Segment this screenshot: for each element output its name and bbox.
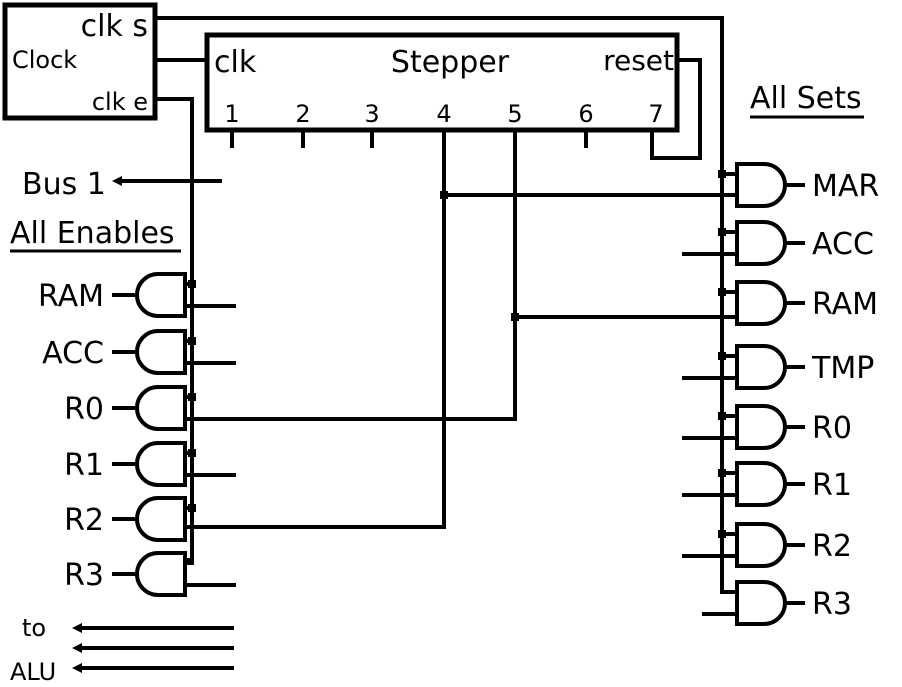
and-gate-icon — [735, 580, 787, 626]
enable-label-ram: RAM — [38, 279, 104, 314]
enable-label-r2: R2 — [64, 503, 104, 538]
stepper-step-6-label: 6 — [578, 100, 593, 128]
stepper-step-1-label: 1 — [224, 100, 239, 128]
and-gate-icon — [135, 551, 187, 597]
junction-dot — [718, 228, 726, 236]
set-label-acc: ACC — [812, 227, 874, 262]
set-label-mar: MAR — [812, 169, 879, 204]
enable-gate-ram: RAM — [38, 272, 236, 318]
and-gate-icon — [735, 522, 787, 568]
and-gate-icon — [735, 162, 787, 208]
and-gate-icon — [135, 385, 187, 431]
and-gate-icon — [735, 404, 787, 450]
junction-dot — [188, 449, 196, 457]
set-gate-tmp: TMP — [682, 344, 874, 390]
junction-dot — [188, 280, 196, 288]
all-enables-heading: All Enables — [10, 216, 175, 251]
reset-loop-wire — [650, 58, 702, 160]
and-gate-icon — [735, 461, 787, 507]
step-4-wire — [183, 128, 446, 529]
set-gate-ram: RAM — [718, 280, 878, 326]
set-label-r0: R0 — [812, 411, 852, 446]
bus-1-label: Bus 1 — [22, 167, 106, 202]
set-gate-acc: ACC — [682, 220, 874, 266]
and-gate-icon — [135, 329, 187, 375]
set-label-ram: RAM — [812, 287, 878, 322]
and-gate-icon — [735, 220, 787, 266]
clk-e-wire — [153, 97, 194, 562]
alu-label-alu: ALU — [10, 658, 56, 686]
junction-dot — [718, 352, 726, 360]
enable-gate-acc: ACC — [42, 329, 236, 375]
arrow-left-icon — [112, 176, 122, 186]
stepper-title: Stepper — [391, 45, 510, 80]
step-5-wire — [183, 128, 517, 421]
set-label-r3: R3 — [812, 587, 852, 622]
clock-title: Clock — [12, 46, 77, 74]
and-gate-icon — [735, 344, 787, 390]
stepper-step-4-label: 4 — [436, 100, 451, 128]
enable-label-r3: R3 — [64, 558, 104, 593]
junction-dot — [188, 337, 196, 345]
clock-component: Clock clk s clk e — [2, 2, 158, 121]
stepper-component: clk Stepper reset 1 2 3 4 5 6 7 — [204, 32, 680, 133]
junction-dot — [718, 170, 726, 178]
junction-dot — [188, 393, 196, 401]
set-gate-mar: MAR — [718, 162, 879, 208]
stepper-step-2-label: 2 — [295, 100, 310, 128]
set-gate-r0: R0 — [682, 404, 852, 450]
and-gate-icon — [135, 272, 187, 318]
enable-gate-r2: R2 — [64, 496, 196, 542]
enable-gate-r1: R1 — [64, 441, 236, 487]
all-sets-heading: All Sets — [750, 81, 862, 116]
bus-1: Bus 1 — [22, 167, 222, 202]
junction-dot — [440, 191, 448, 199]
junction-dot — [188, 504, 196, 512]
enable-gate-r0: R0 — [64, 385, 196, 431]
and-gate-icon — [135, 496, 187, 542]
clock-clk-s-label: clk s — [81, 9, 148, 44]
junction-dot — [718, 469, 726, 477]
stepper-step-7-label: 7 — [648, 100, 663, 128]
alu-label-to: to — [22, 614, 46, 642]
stepper-step-3-label: 3 — [364, 100, 379, 128]
enable-label-r0: R0 — [64, 392, 104, 427]
junction-dot — [718, 530, 726, 538]
set-gate-r3: R3 — [702, 580, 852, 626]
to-alu: to ALU — [10, 614, 234, 686]
stepper-step-5-label: 5 — [507, 100, 522, 128]
enable-label-acc: ACC — [42, 336, 104, 371]
set-label-r2: R2 — [812, 529, 852, 564]
set-label-r1: R1 — [812, 468, 852, 503]
arrow-left-icon — [72, 663, 82, 673]
junction-dot — [718, 288, 726, 296]
stepper-clk-label: clk — [214, 45, 257, 80]
stepper-box — [204, 32, 680, 133]
junction-dot — [511, 313, 519, 321]
junction-dot — [718, 412, 726, 420]
arrow-left-icon — [72, 623, 82, 633]
clock-box — [2, 2, 158, 121]
set-gate-r2: R2 — [682, 522, 852, 568]
enable-gate-r3: R3 — [64, 551, 236, 597]
and-gate-icon — [735, 280, 787, 326]
stepper-reset-label: reset — [603, 44, 674, 77]
set-gate-r1: R1 — [682, 461, 852, 507]
enable-label-r1: R1 — [64, 448, 104, 483]
clock-clk-e-label: clk e — [92, 88, 148, 116]
arrow-left-icon — [72, 643, 82, 653]
and-gate-icon — [135, 441, 187, 487]
set-label-tmp: TMP — [811, 351, 874, 386]
clk-s-wire — [153, 16, 724, 590]
